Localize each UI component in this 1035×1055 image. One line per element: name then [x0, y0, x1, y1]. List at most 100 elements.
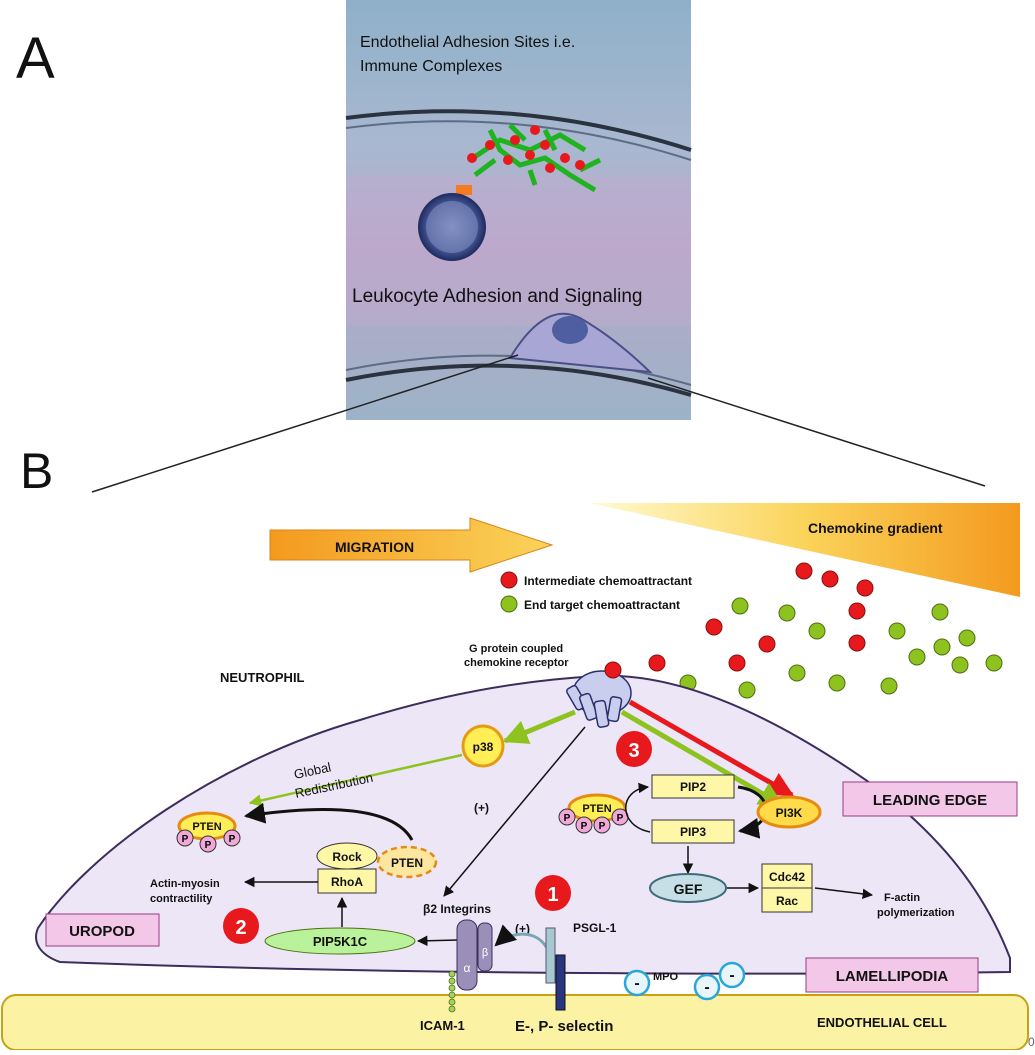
beta-label: β — [482, 947, 488, 959]
lamellipodia-label: LAMELLIPODIA — [836, 968, 949, 985]
minus-sign: - — [704, 979, 709, 996]
phospho-p: P — [617, 813, 624, 824]
phospho-p: P — [564, 813, 571, 824]
arrow-receptor-to-pi3k-red — [628, 699, 795, 798]
mpo-molecules: - MPO - - — [623, 961, 746, 1001]
leading-edge-label: LEADING EDGE — [873, 792, 987, 809]
migration-label: MIGRATION — [335, 539, 414, 555]
panel-label-b: B — [20, 443, 53, 499]
pip3-label: PIP3 — [680, 825, 706, 839]
pten-left-label: PTEN — [192, 821, 221, 833]
rock-rhoa-complex: Rock RhoA PTEN — [316, 842, 438, 894]
step-badge-3 — [616, 731, 652, 767]
photo-caption-2: Immune Complexes — [360, 58, 502, 75]
selectin-label: E-, P- selectin — [515, 1018, 613, 1035]
arrow-global-redistribution — [248, 753, 463, 807]
zoom-line-left — [91, 354, 519, 493]
rock-label: Rock — [332, 850, 362, 864]
actin-label-2: contractility — [150, 893, 213, 905]
minus-sign: - — [634, 975, 639, 992]
p38-node — [461, 724, 505, 768]
legend-intermediate-swatch — [500, 571, 518, 589]
microscopy-photo: Endothelial Adhesion Sites i.e. Immune C… — [345, 0, 692, 420]
uropod-label: UROPOD — [69, 923, 135, 940]
arrow-receptor-to-pi3k-green — [620, 709, 785, 808]
pip2-box — [651, 774, 735, 799]
arrow-pten-pip3-to-pip2 — [625, 782, 651, 833]
pip2-label: PIP2 — [680, 780, 706, 794]
alpha-label: α — [464, 961, 471, 975]
corner-mark: 0 — [1028, 1035, 1035, 1049]
step-1-label: 1 — [547, 884, 558, 906]
step-3-label: 3 — [628, 740, 639, 762]
pi3k-label: PI3K — [776, 806, 803, 820]
gradient-label: Chemokine gradient — [808, 520, 943, 536]
gpcr-receptor: G protein coupled chemokine receptor — [464, 643, 632, 728]
pip5k1c-label: PIP5K1C — [313, 934, 368, 949]
gef-label: GEF — [674, 881, 703, 897]
phospho-p: P — [182, 834, 189, 845]
selectin — [555, 954, 566, 1011]
photo-caption-1: Endothelial Adhesion Sites i.e. — [360, 34, 575, 51]
arrow-integrins-to-pip5k1c — [416, 935, 459, 947]
minus-sign: - — [729, 967, 734, 984]
beta2-integrins: β2 Integrins α β — [423, 902, 493, 1013]
phospho-p: P — [205, 840, 212, 851]
lamellipodia-box — [805, 957, 979, 993]
bound-chemoattractant — [604, 661, 622, 679]
rac-label: Rac — [776, 894, 798, 908]
adherent-leukocyte — [508, 312, 653, 374]
legend: Intermediate chemoattractant End target … — [500, 571, 692, 613]
actin-label-1: Actin-myosin — [150, 878, 220, 890]
step-2-label: 2 — [235, 917, 246, 939]
adhesion-receptor — [456, 185, 472, 195]
arrow-pten-phosphorylation — [243, 802, 414, 841]
legend-intermediate: Intermediate chemoattractant — [524, 574, 692, 588]
pi3k-node — [756, 795, 822, 829]
legend-end-target-swatch — [500, 595, 518, 613]
endothelial-cell: ENDOTHELIAL CELL 0 — [1, 994, 1035, 1051]
pip5k1c-node — [264, 927, 416, 955]
step-badge-1 — [535, 875, 571, 911]
integrins-label: β2 Integrins — [423, 902, 491, 916]
uropod-box — [45, 913, 160, 947]
migration-arrow: MIGRATION — [269, 517, 554, 573]
rac-box — [761, 887, 813, 913]
mpo-label: MPO — [653, 971, 679, 983]
zoom-line-right — [647, 377, 986, 487]
psgl1 — [545, 927, 556, 984]
pten-phosphorylated-left: PTEN P P P — [176, 811, 241, 853]
factin-label-2: polymerization — [877, 907, 955, 919]
pten-dephospho-label: PTEN — [391, 856, 423, 870]
arrow-receptor-to-integrins — [443, 726, 586, 897]
psgl1-to-integrin-arrow — [494, 924, 549, 949]
neutrophil-label: NEUTROPHIL — [220, 670, 305, 685]
psgl1-label: PSGL-1 — [573, 921, 617, 935]
chemokine-gradient: Chemokine gradient — [590, 503, 1020, 597]
legend-end-target: End target chemoattractant — [524, 598, 680, 612]
receptor-label-2: chemokine receptor — [464, 657, 569, 669]
pten-right-label: PTEN — [582, 803, 611, 815]
p38-label: p38 — [473, 740, 494, 754]
receptor-label-1: G protein coupled — [469, 643, 563, 655]
panel-label-a: A — [16, 26, 55, 91]
factin-label-1: F-actin — [884, 892, 920, 904]
rhoa-label: RhoA — [331, 875, 363, 889]
phospho-p: P — [229, 834, 236, 845]
gef-node — [649, 873, 727, 903]
pip3-box — [651, 819, 735, 844]
phospho-p: P — [599, 821, 606, 832]
leading-edge-box — [842, 781, 1018, 817]
photo-caption-mid: Leukocyte Adhesion and Signaling — [352, 286, 643, 307]
chemoattractant-field — [648, 562, 1003, 699]
plus-label-2: (+) — [515, 922, 530, 936]
endothelial-label: ENDOTHELIAL CELL — [817, 1015, 947, 1030]
cdc42-label: Cdc42 — [769, 870, 805, 884]
arrow-receptor-to-p38 — [502, 709, 576, 744]
step-badge-2 — [223, 908, 259, 944]
icam1-label: ICAM-1 — [420, 1018, 465, 1033]
plus-label-1: (+) — [474, 801, 489, 815]
phospho-p: P — [581, 821, 588, 832]
